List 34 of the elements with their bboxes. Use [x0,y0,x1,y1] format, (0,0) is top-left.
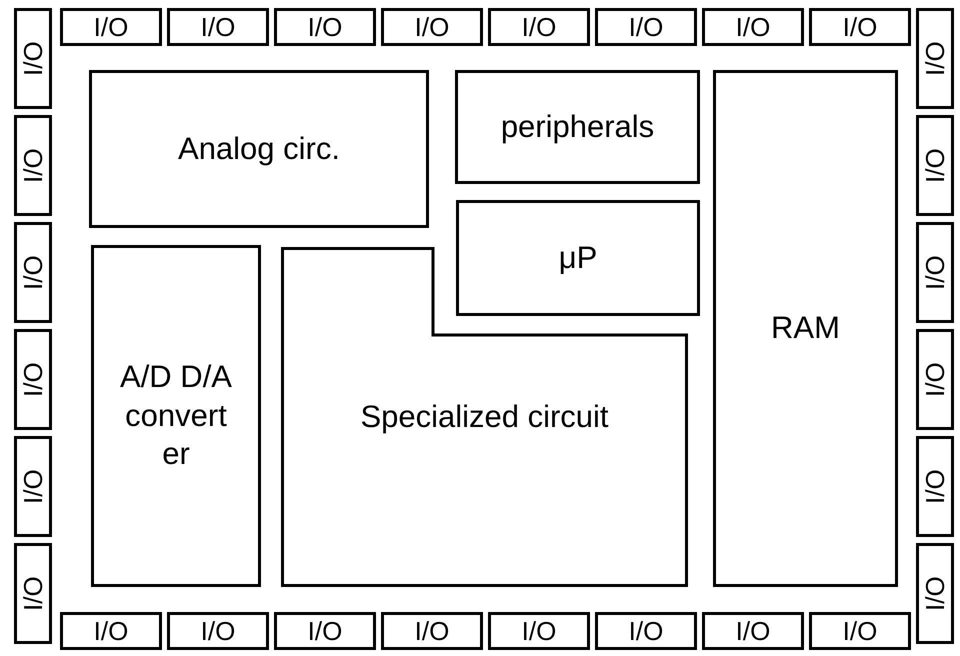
io-pad: I/O [809,8,911,46]
io-pad: I/O [916,436,954,537]
io-pad: I/O [595,8,697,46]
io-pad: I/O [14,8,52,109]
io-pad: I/O [274,8,376,46]
io-pad: I/O [167,612,269,650]
io-pad: I/O [381,612,483,650]
io-pad: I/O [14,222,52,323]
circuit-block: μP [456,200,700,316]
io-pad: I/O [702,8,804,46]
circuit-block: peripherals [455,70,700,184]
io-pad: I/O [381,8,483,46]
io-pad: I/O [916,8,954,109]
io-pad: I/O [60,8,162,46]
io-pad: I/O [274,612,376,650]
io-pad: I/O [702,612,804,650]
io-pad: I/O [14,436,52,537]
circuit-block: Analog circ. [89,70,429,228]
io-pad: I/O [809,612,911,650]
io-pad: I/O [167,8,269,46]
circuit-block: RAM [713,70,898,587]
io-pad: I/O [14,115,52,216]
io-pad: I/O [488,8,590,46]
circuit-block: A/D D/A convert er [91,245,261,587]
io-pad: I/O [916,222,954,323]
io-pad: I/O [916,543,954,644]
io-pad: I/O [14,329,52,430]
block-label: Specialized circuit [360,398,609,436]
io-pad: I/O [916,329,954,430]
io-pad: I/O [916,115,954,216]
io-pad: I/O [60,612,162,650]
io-pad: I/O [14,543,52,644]
io-pad: I/O [488,612,590,650]
io-pad: I/O [595,612,697,650]
